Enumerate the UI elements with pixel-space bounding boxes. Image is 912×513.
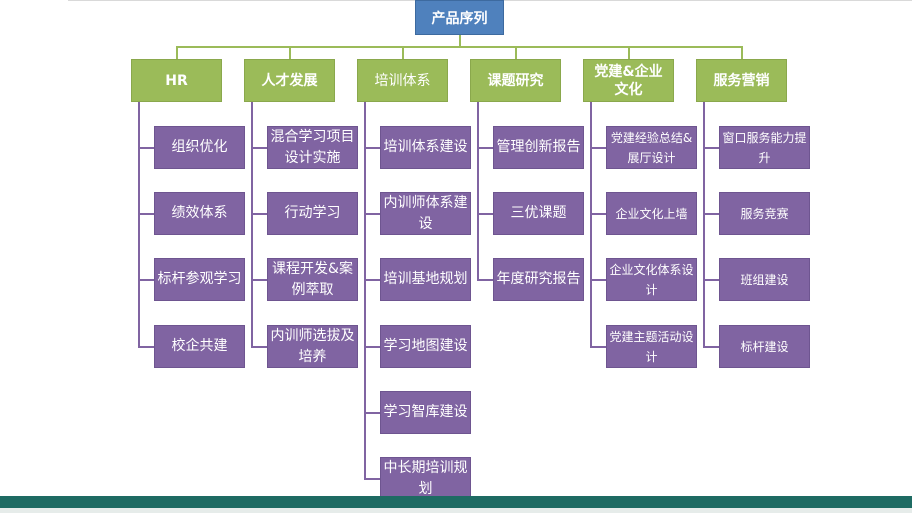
branch-line-service [703,102,705,347]
branch-tick-talent-1 [251,147,267,149]
node-course-development[interactable]: 课程开发&案例萃取 [267,258,358,301]
branch-tick-research-2 [477,213,493,215]
category-connector-drop-2 [289,46,291,59]
branch-tick-talent-3 [251,279,267,281]
branch-tick-hr-1 [138,147,154,149]
branch-tick-hr-4 [138,346,154,348]
node-three-excellence-topics[interactable]: 三优课题 [493,192,584,235]
node-blended-learning[interactable]: 混合学习项目设计实施 [267,126,358,169]
node-service-competition[interactable]: 服务竞赛 [719,192,810,235]
branch-tick-hr-3 [138,279,154,281]
node-party-experience-hall[interactable]: 党建经验总结&展厅设计 [606,126,697,169]
node-window-service[interactable]: 窗口服务能力提升 [719,126,810,169]
node-benchmark-building[interactable]: 标杆建设 [719,325,810,368]
branch-tick-training-4 [364,346,380,348]
node-long-term-training-plan[interactable]: 中长期培训规划 [380,457,471,500]
category-hr[interactable]: HR [131,59,222,102]
node-culture-wall[interactable]: 企业文化上墙 [606,192,697,235]
node-annual-research-report[interactable]: 年度研究报告 [493,258,584,301]
category-party-culture[interactable]: 党建&企业文化 [583,59,674,102]
branch-tick-research-1 [477,147,493,149]
branch-tick-training-6 [364,478,380,480]
category-training-system[interactable]: 培训体系 [357,59,448,102]
node-learning-map[interactable]: 学习地图建设 [380,325,471,368]
branch-tick-service-2 [703,213,719,215]
node-action-learning[interactable]: 行动学习 [267,192,358,235]
branch-tick-talent-4 [251,346,267,348]
category-connector-drop-1 [176,46,178,59]
branch-line-training [364,102,366,480]
node-internal-trainer-system[interactable]: 内训师体系建设 [380,192,471,235]
category-service-marketing[interactable]: 服务营销 [696,59,787,102]
root-node-product-series[interactable]: 产品序列 [415,0,504,35]
branch-tick-talent-2 [251,213,267,215]
branch-tick-party-3 [590,279,606,281]
branch-tick-service-3 [703,279,719,281]
branch-line-talent [251,102,253,347]
branch-tick-research-3 [477,279,493,281]
node-culture-system-design[interactable]: 企业文化体系设计 [606,258,697,301]
node-learning-think-tank[interactable]: 学习智库建设 [380,391,471,434]
branch-tick-hr-2 [138,213,154,215]
branch-tick-training-5 [364,412,380,414]
category-research[interactable]: 课题研究 [470,59,561,102]
node-training-system-build[interactable]: 培训体系建设 [380,126,471,169]
category-connector-drop-4 [515,46,517,59]
category-connector-drop-6 [741,46,743,59]
branch-tick-party-4 [590,346,606,348]
node-trainer-selection[interactable]: 内训师选拔及培养 [267,325,358,368]
branch-tick-training-2 [364,213,380,215]
node-org-optimization[interactable]: 组织优化 [154,126,245,169]
node-training-base-planning[interactable]: 培训基地规划 [380,258,471,301]
branch-line-party [590,102,592,347]
branch-tick-party-2 [590,213,606,215]
branch-tick-service-1 [703,147,719,149]
category-connector-horizontal [176,46,743,48]
branch-tick-training-1 [364,147,380,149]
root-connector-vertical [459,35,461,47]
node-party-theme-activity[interactable]: 党建主题活动设计 [606,325,697,368]
category-connector-drop-5 [628,46,630,59]
branch-line-hr [138,102,140,347]
footer-strip [0,508,912,513]
node-management-innovation-report[interactable]: 管理创新报告 [493,126,584,169]
node-performance-system[interactable]: 绩效体系 [154,192,245,235]
node-benchmark-visit[interactable]: 标杆参观学习 [154,258,245,301]
node-school-enterprise[interactable]: 校企共建 [154,325,245,368]
category-connector-drop-3 [402,46,404,59]
node-team-building[interactable]: 班组建设 [719,258,810,301]
branch-tick-service-4 [703,346,719,348]
branch-tick-party-1 [590,147,606,149]
branch-line-research [477,102,479,281]
branch-tick-training-3 [364,279,380,281]
category-talent-development[interactable]: 人才发展 [244,59,335,102]
